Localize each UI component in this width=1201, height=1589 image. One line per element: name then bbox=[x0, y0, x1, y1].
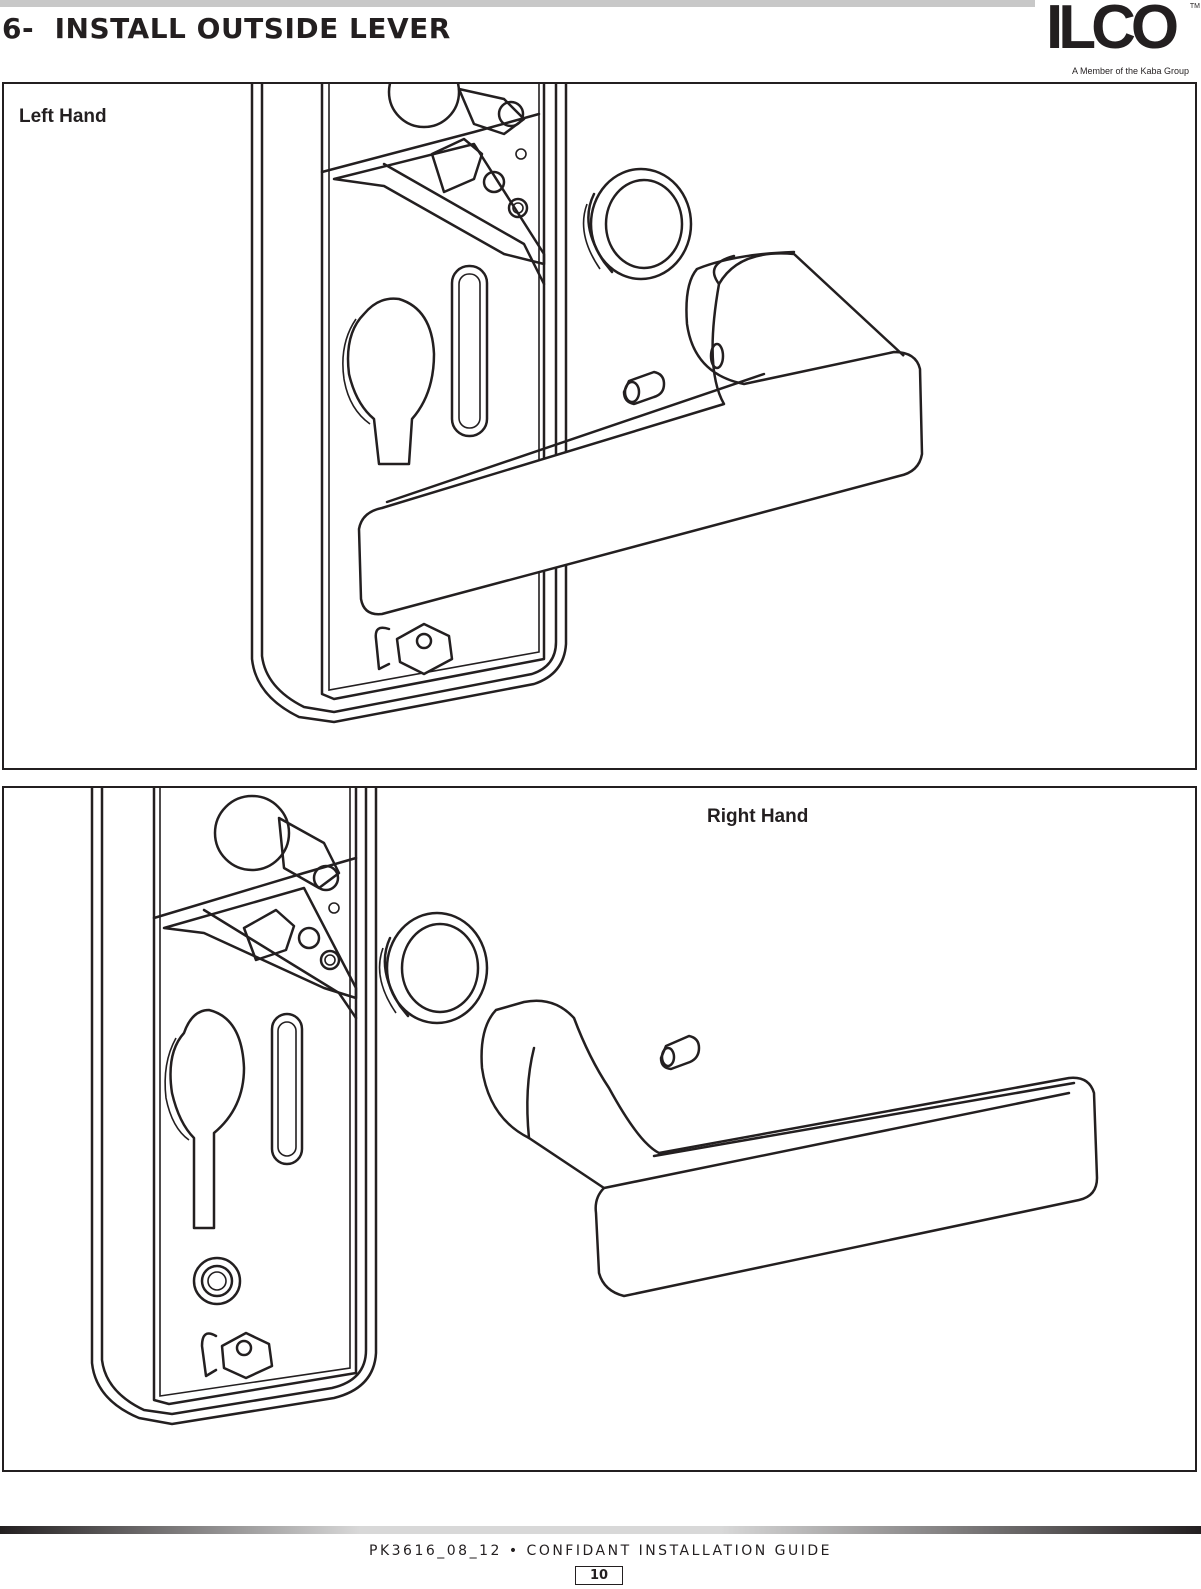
logo-wordmark: ILCO bbox=[1046, 0, 1179, 62]
right-hand-illustration bbox=[90, 788, 1099, 1426]
left-hand-figure: Left Hand bbox=[2, 82, 1197, 770]
page-number: 10 bbox=[575, 1566, 623, 1585]
logo-trademark: TM bbox=[1189, 3, 1200, 10]
left-hand-label: Left Hand bbox=[19, 106, 107, 127]
right-hand-figure: Right Hand bbox=[2, 786, 1197, 1472]
ilco-logo: ILCO TM A Member of the Kaba Group bbox=[1046, 0, 1201, 78]
step-title: 6- INSTALL OUTSIDE LEVER bbox=[2, 12, 451, 45]
logo-tagline: A Member of the Kaba Group bbox=[1072, 66, 1190, 76]
right-hand-label: Right Hand bbox=[707, 806, 809, 827]
footer-rule bbox=[0, 1526, 1201, 1534]
document-code: PK3616_08_12 • CONFIDANT INSTALLATION GU… bbox=[369, 1543, 832, 1559]
header-rule bbox=[0, 0, 1035, 7]
left-hand-illustration bbox=[250, 84, 924, 724]
